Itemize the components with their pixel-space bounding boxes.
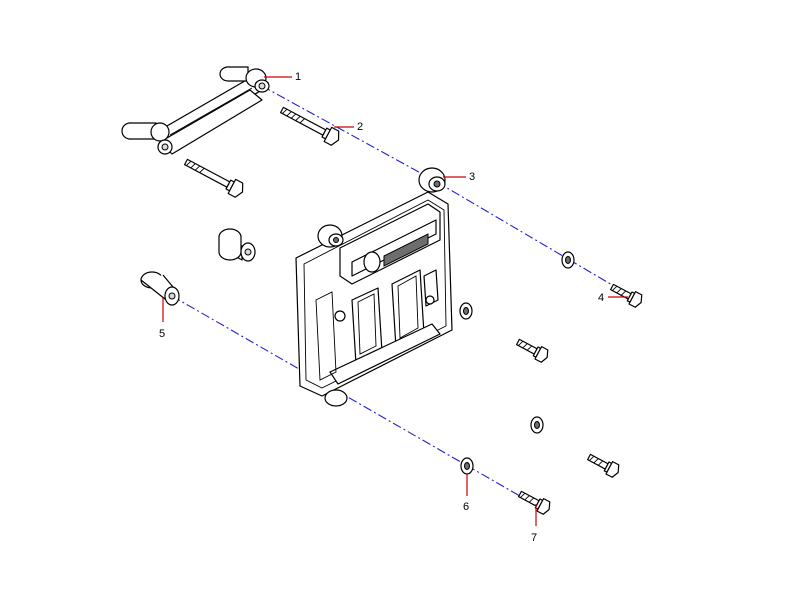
callout-1: 1 xyxy=(264,71,301,83)
callout-6: 6 xyxy=(463,474,469,513)
bolt-left xyxy=(183,158,244,198)
assembly-axis-lines xyxy=(171,85,637,512)
callout-3-label: 3 xyxy=(469,171,475,183)
callout-4-label: 4 xyxy=(598,292,604,304)
bolt-middle xyxy=(515,338,549,363)
callout-6-label: 6 xyxy=(463,501,469,513)
bolt-7 xyxy=(517,490,551,515)
axis-line-upper xyxy=(261,85,438,183)
callout-7: 7 xyxy=(531,504,537,544)
spacer-upper xyxy=(218,228,256,262)
callout-2: 2 xyxy=(334,121,363,133)
callouts: 1 2 3 4 5 6 7 xyxy=(159,71,628,544)
washer-lower xyxy=(460,457,474,475)
callout-4: 4 xyxy=(598,292,628,304)
washer-upper-right xyxy=(561,251,575,269)
washer-middle xyxy=(459,302,473,320)
control-module xyxy=(295,167,453,407)
bolt-upper xyxy=(279,106,340,146)
callout-1-label: 1 xyxy=(295,71,301,83)
callout-5: 5 xyxy=(159,298,165,340)
callout-3: 3 xyxy=(443,171,475,183)
callout-2-label: 2 xyxy=(357,121,363,133)
axis-line-lower xyxy=(171,295,547,512)
callout-7-label: 7 xyxy=(531,532,537,544)
callout-5-label: 5 xyxy=(159,328,165,340)
bolt-4 xyxy=(609,283,643,308)
axis-line-upper-right xyxy=(436,181,637,300)
spacer-lower xyxy=(140,271,180,306)
mounting-bracket xyxy=(121,66,270,155)
washer-right xyxy=(530,416,544,434)
bolt-right xyxy=(586,453,620,478)
